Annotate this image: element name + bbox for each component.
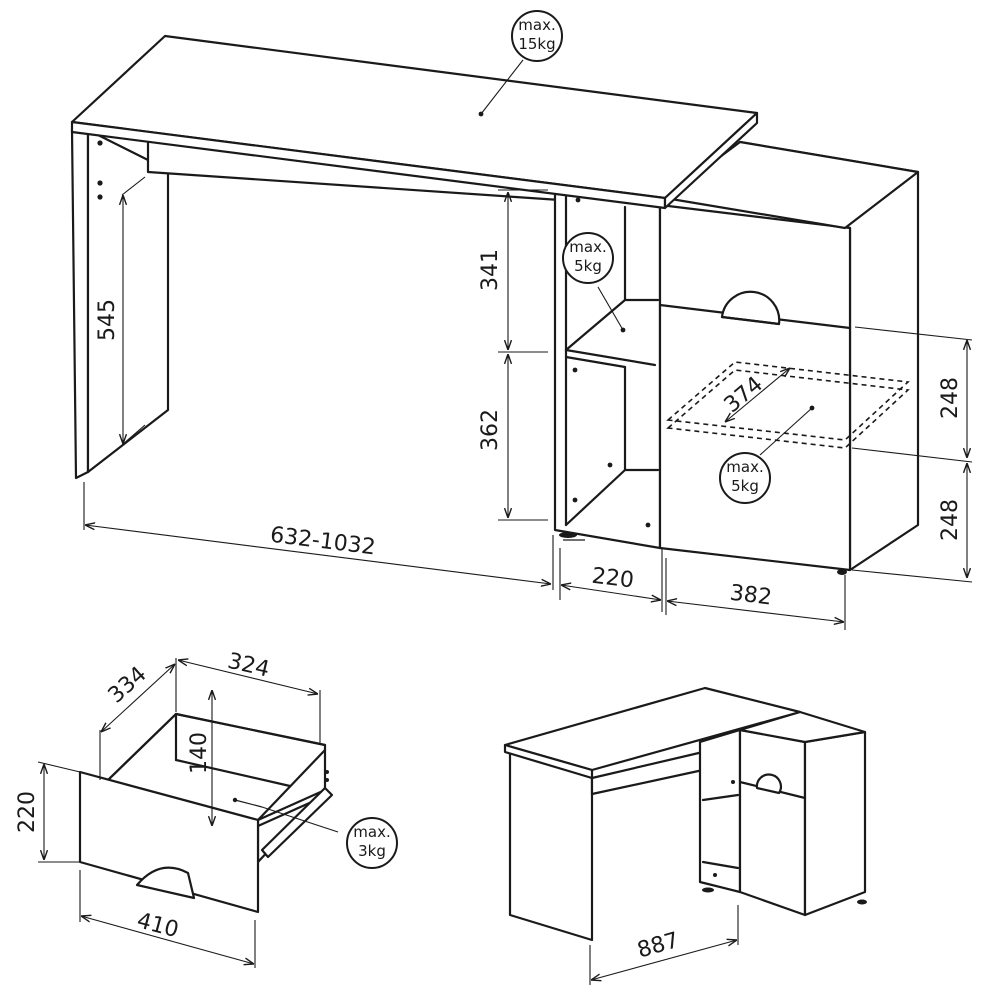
dim-drawer-inner-width: 324 (225, 649, 272, 683)
svg-text:max.: max. (569, 238, 606, 256)
dim-corner-width: 887 (635, 928, 682, 964)
dim-lower-shelf: 362 (478, 409, 503, 451)
load-callout-drawer: max. 3kg (346, 817, 398, 869)
dim-upper-shelf: 341 (478, 249, 503, 291)
load-callout-top: max. 15kg (511, 10, 563, 62)
svg-text:max.: max. (518, 16, 555, 34)
dim-leg-height: 545 (95, 299, 120, 341)
svg-text:max.: max. (726, 458, 763, 476)
dim-shelf-width: 220 (590, 564, 635, 594)
svg-text:max.: max. (353, 823, 390, 841)
dim-drawer-bottom: 248 (938, 499, 963, 541)
corner-dimensions (589, 905, 739, 985)
main-dimensions (83, 59, 973, 630)
svg-text:15kg: 15kg (518, 35, 555, 53)
load-callout-shelf: max. 5kg (562, 232, 614, 284)
svg-text:5kg: 5kg (731, 477, 759, 495)
drawer-dimensions (37, 658, 321, 968)
left-leg-panel (70, 128, 90, 480)
drawer-outline-dashed (666, 361, 910, 441)
svg-text:5kg: 5kg (574, 257, 602, 275)
corner-desk-drawing (503, 686, 867, 942)
dim-drawer-top: 248 (938, 377, 963, 419)
dim-cabinet-width: 382 (728, 581, 773, 611)
load-callout-cabinet: max. 5kg (719, 452, 771, 504)
dim-drawer-front-width: 410 (134, 908, 181, 943)
dim-drawer-depth: 334 (104, 662, 152, 709)
svg-text:3kg: 3kg (358, 842, 386, 860)
dim-drawer-front-height: 220 (15, 791, 40, 833)
left-leg-side (86, 128, 170, 474)
main-desk-drawing (70, 34, 920, 575)
dim-drawer-inner-height: 140 (187, 732, 212, 774)
